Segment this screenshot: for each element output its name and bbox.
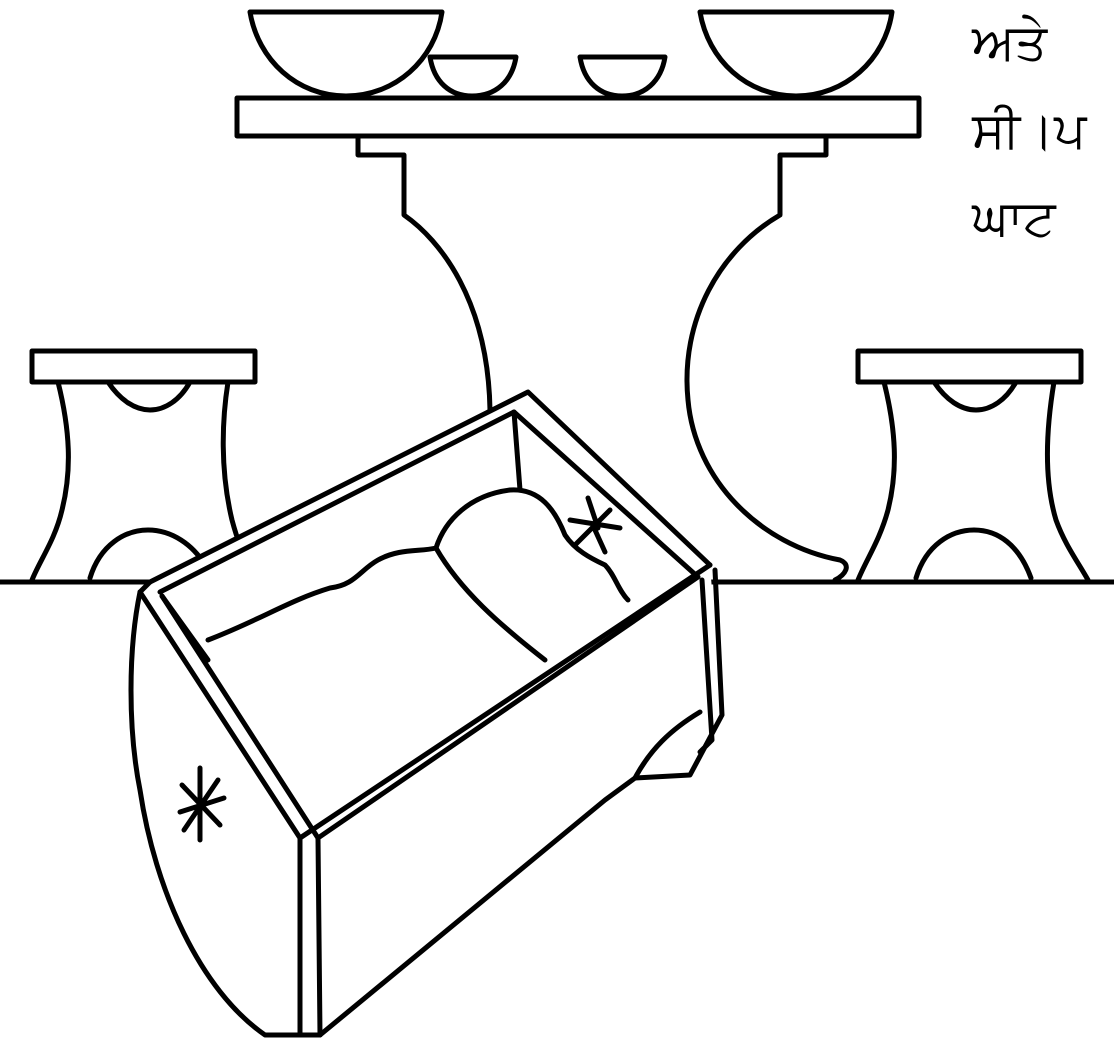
stool-left-top [29,348,258,385]
bowl-small-left [427,54,519,99]
stool-left-leg-right [220,379,243,548]
cradle-side-rocker [632,709,703,781]
stool-left-leg-left [29,379,71,583]
table-pedestal [355,133,849,583]
bowls [247,9,895,99]
cradle-bedding-fold [433,545,548,663]
table-top [234,95,922,139]
stool-right-top [855,348,1084,385]
cradle-star-end-panel [177,765,227,843]
cradle-bedding [205,487,631,643]
cradle-corner-back [511,409,523,493]
text-line-1: ਅਤੇ [972,13,1047,71]
stool-right-leg-right [1045,379,1091,583]
stool-left-arch-top [105,379,193,413]
cradle-star-back [567,495,623,555]
cradle-rim-back [147,389,713,585]
bowl-large-left [247,9,445,99]
stool-right-arch-top [931,379,1019,413]
pedestal-table [234,95,922,583]
cradle [128,389,725,1038]
cradle-end-panel [128,589,323,1038]
stool-left-arch-bottom [87,527,208,581]
cradle-fill [132,392,722,1035]
stool-right [855,348,1091,583]
text-line-2: ਸੀ।ਪ [972,101,1087,159]
cradle-inner-left-edge [159,593,211,663]
stool-right-leg-left [855,379,897,583]
cradle-corner-post [297,835,323,1038]
bowl-small-right [577,54,668,99]
stool-right-arch-bottom [913,527,1034,581]
cradle-side-bottom [317,567,725,1038]
text-line-3: ਘਾਟ [972,189,1056,247]
bowl-large-right [697,9,895,99]
